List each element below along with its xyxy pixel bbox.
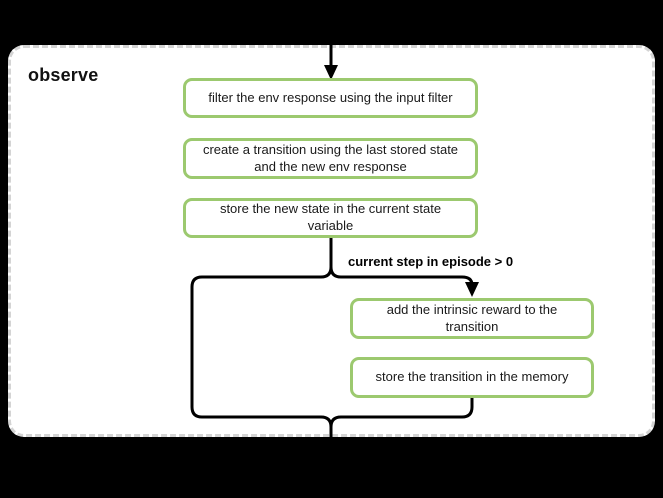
flow-node-filter-env-response: filter the env response using the input … — [183, 78, 478, 118]
flow-node-store-transition: store the transition in the memory — [350, 357, 594, 398]
flow-node-label: store the transition in the memory — [375, 369, 569, 385]
branch-condition-label: current step in episode > 0 — [348, 254, 514, 269]
flow-node-label: add the intrinsic reward to the transiti… — [386, 301, 558, 334]
flow-node-label: store the new state in the current state… — [219, 201, 442, 233]
flow-node-store-new-state: store the new state in the current state… — [183, 198, 478, 238]
flow-node-label: create a transition using the last store… — [202, 141, 459, 174]
group-title: observe — [28, 65, 99, 85]
flow-node-add-intrinsic-reward: add the intrinsic reward to the transiti… — [350, 298, 594, 339]
flow-node-create-transition: create a transition using the last store… — [183, 138, 478, 179]
flow-node-label: filter the env response using the input … — [208, 89, 453, 105]
